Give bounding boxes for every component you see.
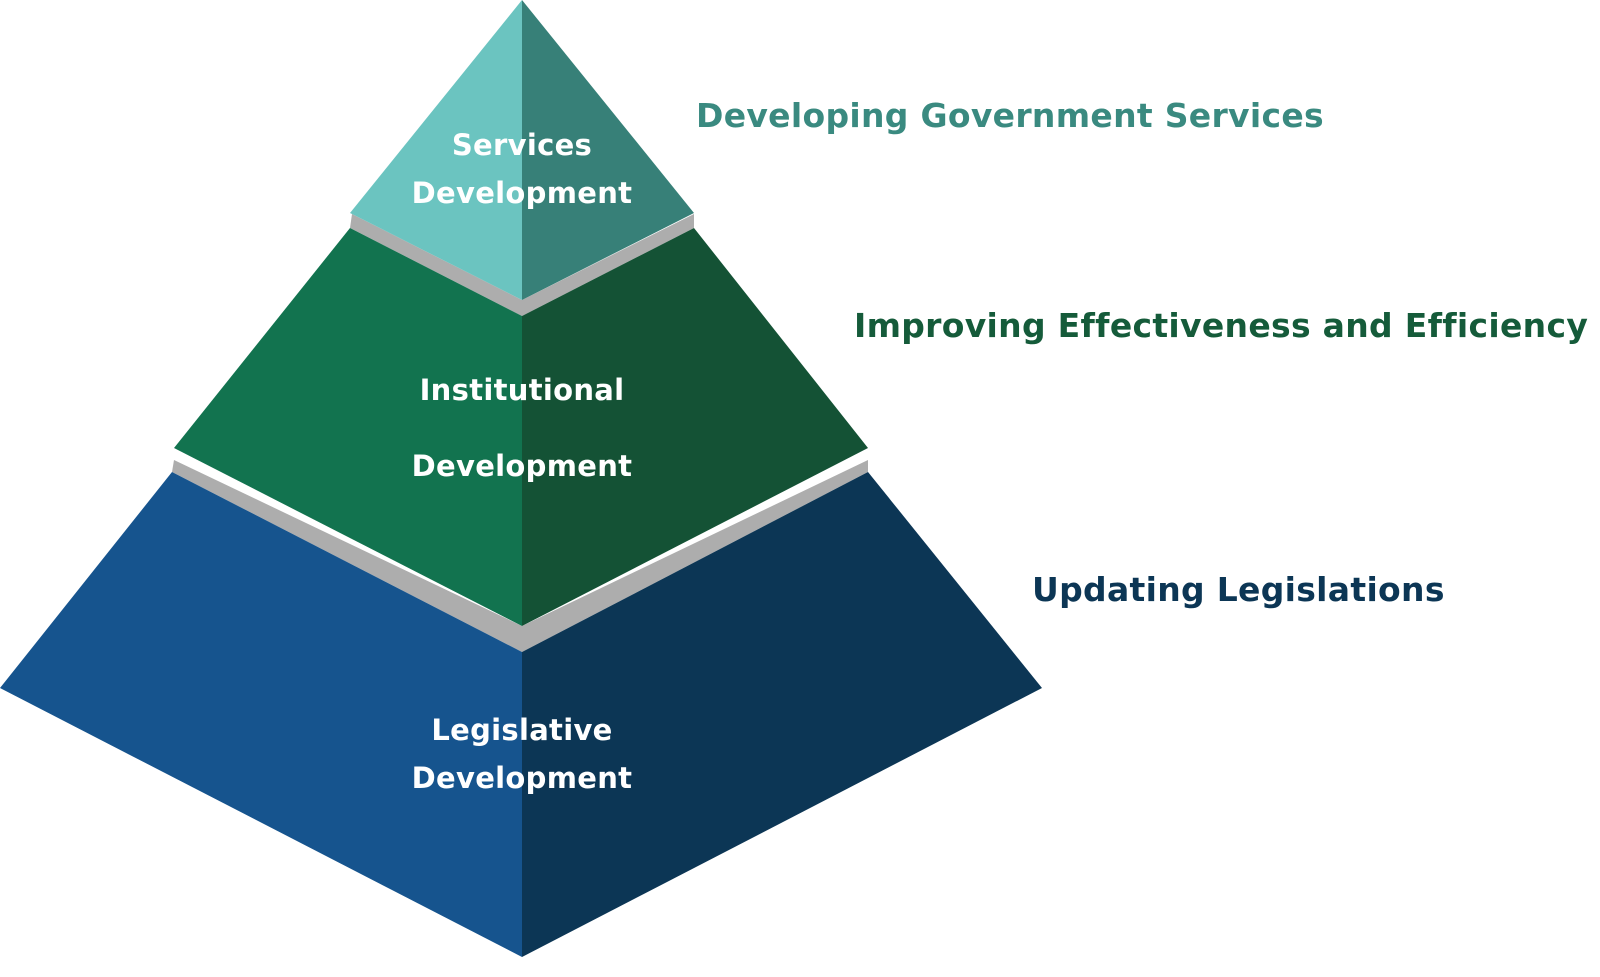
bottom-tier-label-line1: Legislative xyxy=(431,713,613,747)
bottom-tier-label: Legislative Development xyxy=(372,706,672,802)
top-tier-description: Developing Government Services xyxy=(696,96,1324,135)
top-tier-label-line1: Services xyxy=(451,128,593,162)
middle-tier-left-face xyxy=(174,228,522,626)
top-tier-label-line2: Development xyxy=(411,176,633,210)
top-tier-right-face xyxy=(522,0,694,300)
top-tier-label: Services Development xyxy=(372,121,672,217)
bottom-tier-description: Updating Legislations xyxy=(1032,570,1445,609)
middle-tier-label: Institutional Development xyxy=(372,352,672,504)
bottom-tier-right-face xyxy=(522,472,1042,957)
bottom-tier-left-face xyxy=(0,472,522,957)
bottom-tier-label-line2: Development xyxy=(411,761,633,795)
middle-tier-label-line2: Development xyxy=(411,449,633,483)
middle-tier-label-line1: Institutional xyxy=(419,373,625,407)
middle-tier-description: Improving Effectiveness and Efficiency xyxy=(854,306,1589,345)
top-tier-left-face xyxy=(350,0,522,300)
middle-tier-right-face xyxy=(522,228,868,626)
